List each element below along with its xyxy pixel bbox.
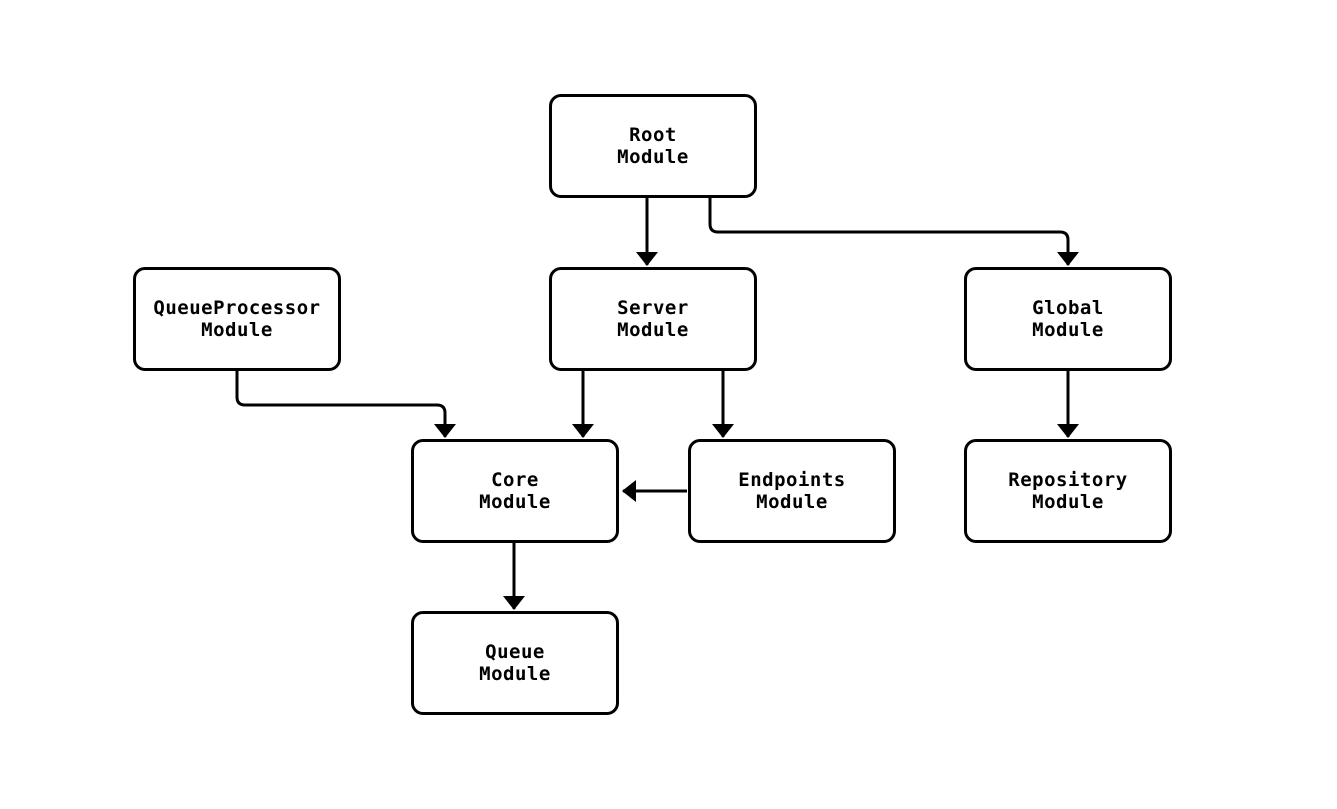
edge-root-to-global <box>708 198 1079 266</box>
node-queueprocessor-module: QueueProcessor Module <box>133 267 341 371</box>
node-endpoints-module: Endpoints Module <box>688 439 896 543</box>
node-core-module: Core Module <box>411 439 619 543</box>
node-global-module: Global Module <box>964 267 1172 371</box>
node-server-module: Server Module <box>549 267 757 371</box>
node-repository-module: Repository Module <box>964 439 1172 543</box>
node-root-module: Root Module <box>549 94 757 198</box>
edge-queueprocessor-to-core <box>235 371 456 438</box>
node-queue-module: Queue Module <box>411 611 619 715</box>
